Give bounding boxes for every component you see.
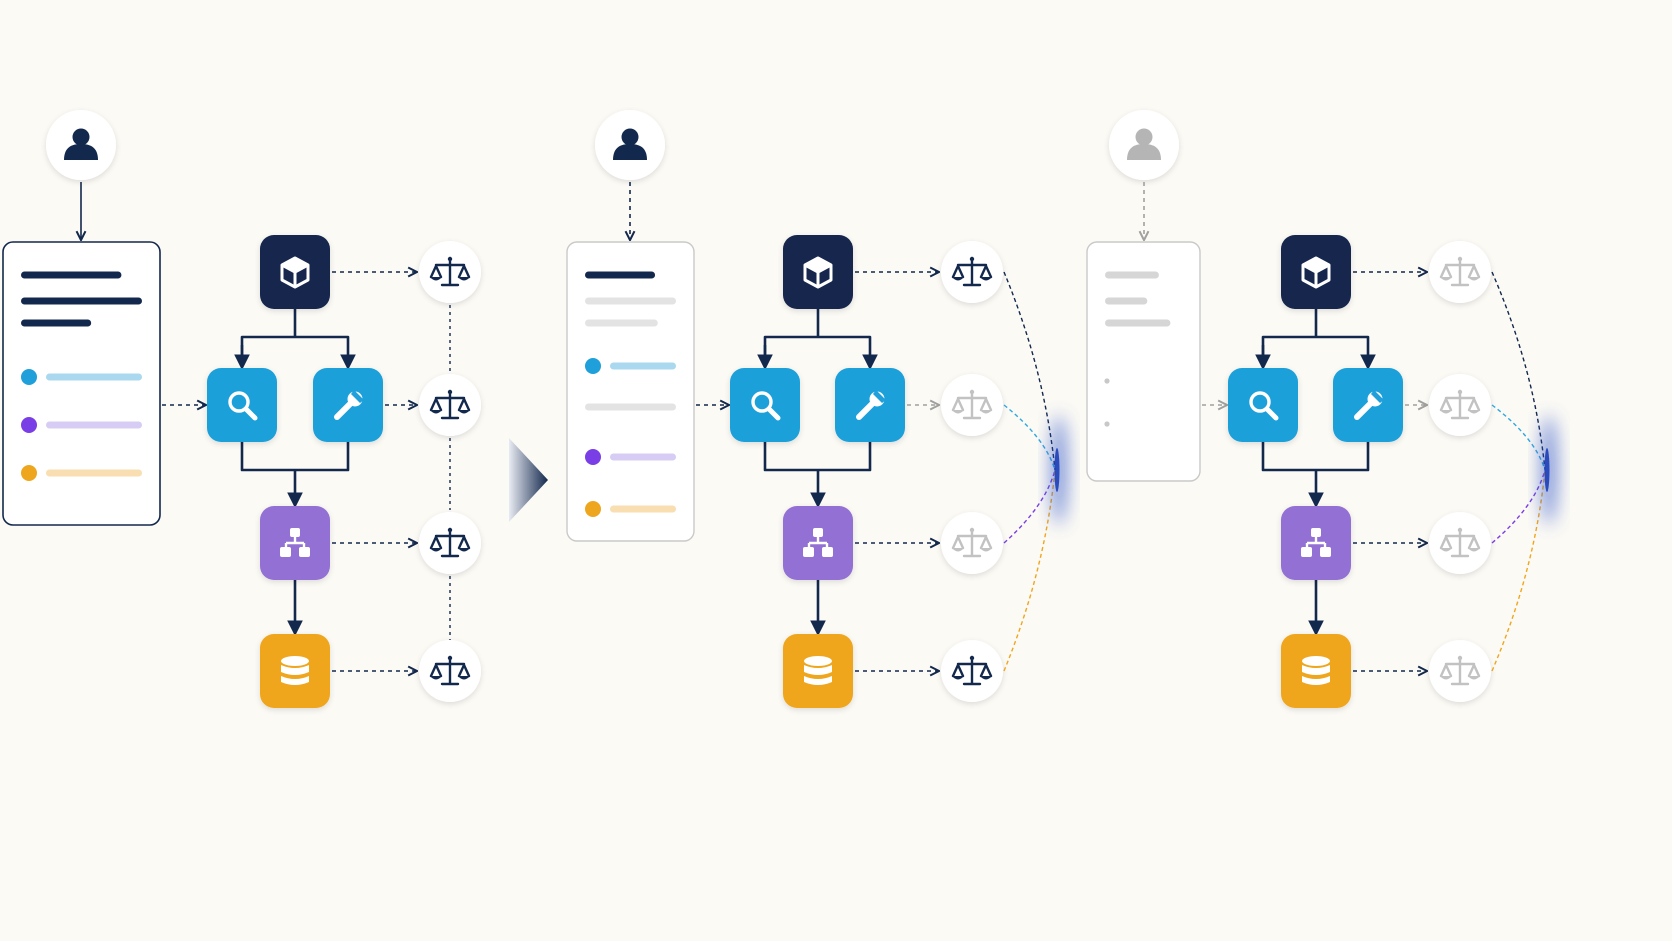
agent-node (730, 368, 800, 442)
balance-scale-icon (429, 655, 471, 686)
agent-node (260, 506, 330, 580)
cube-icon (803, 256, 833, 289)
user-icon (1127, 128, 1161, 160)
agent-node (783, 506, 853, 580)
panel-1 (2, 110, 481, 708)
document-item (1104, 421, 1110, 427)
agent-node (313, 368, 383, 442)
panel-3 (1086, 110, 1556, 708)
document-item (585, 358, 676, 374)
agent-node (207, 368, 277, 442)
document-item (21, 417, 142, 433)
balance-scale-icon (429, 389, 471, 420)
agent-node (1281, 235, 1351, 309)
document-line (21, 297, 142, 305)
agent-node (783, 634, 853, 708)
wrench-icon (334, 390, 364, 420)
wrench-icon (1354, 390, 1384, 420)
evaluator-node (419, 241, 481, 303)
agent-node (835, 368, 905, 442)
hierarchy-icon (803, 528, 833, 557)
balance-scale-icon (951, 527, 993, 558)
user-node (595, 110, 665, 180)
wrench-icon (856, 390, 886, 420)
evaluator-node (1429, 241, 1491, 303)
evaluator-node (941, 241, 1003, 303)
balance-scale-icon (1439, 389, 1481, 420)
node-connectors (234, 308, 348, 637)
transition-chevron (509, 438, 548, 522)
database-icon (281, 656, 309, 685)
search-icon (228, 391, 258, 421)
panel-2 (566, 110, 1066, 708)
user-icon (613, 128, 647, 160)
balance-scale-icon (951, 256, 993, 287)
evaluator-node (1429, 640, 1491, 702)
document-line (1105, 297, 1148, 305)
balance-scale-icon (1439, 527, 1481, 558)
evaluator-node (1429, 512, 1491, 574)
agent-node (260, 634, 330, 708)
document-line (585, 297, 676, 305)
document-line (21, 319, 92, 327)
evaluator-node (419, 512, 481, 574)
cube-icon (1301, 256, 1331, 289)
node-connectors (757, 308, 870, 637)
document-card (1086, 241, 1201, 482)
database-icon (1302, 656, 1330, 685)
evaluator-node (419, 374, 481, 436)
document-card (566, 241, 695, 542)
agent-node (260, 235, 330, 309)
agent-node (1281, 506, 1351, 580)
document-item (585, 449, 676, 465)
document-line (585, 319, 658, 327)
document-item (21, 465, 142, 481)
search-icon (1249, 391, 1279, 421)
balance-scale-icon (951, 655, 993, 686)
balance-scale-icon (429, 256, 471, 287)
document-line (21, 271, 122, 279)
balance-scale-icon (1439, 655, 1481, 686)
node-connectors (1255, 308, 1368, 637)
balance-scale-icon (951, 389, 993, 420)
evaluator-node (1429, 374, 1491, 436)
user-node (1109, 110, 1179, 180)
document-line (1105, 319, 1171, 327)
user-node (46, 110, 116, 180)
hierarchy-icon (280, 528, 310, 557)
document-line (1105, 271, 1159, 279)
evaluator-fan-in (1491, 271, 1556, 672)
evaluator-node (419, 640, 481, 702)
document-card (2, 241, 161, 526)
user-icon (64, 128, 98, 160)
balance-scale-icon (429, 527, 471, 558)
evaluator-node (941, 374, 1003, 436)
document-item (585, 501, 676, 517)
database-icon (804, 656, 832, 685)
agent-node (1281, 634, 1351, 708)
document-item (21, 369, 142, 385)
agent-node (1228, 368, 1298, 442)
evaluator-fan-in (1003, 271, 1066, 672)
agent-node (1333, 368, 1403, 442)
search-icon (751, 391, 781, 421)
cube-icon (280, 256, 310, 289)
agent-node (783, 235, 853, 309)
document-line (585, 271, 656, 279)
document-item (1104, 378, 1110, 384)
hierarchy-icon (1301, 528, 1331, 557)
document-item (585, 403, 676, 411)
evaluator-node (941, 512, 1003, 574)
evaluator-node (941, 640, 1003, 702)
balance-scale-icon (1439, 256, 1481, 287)
